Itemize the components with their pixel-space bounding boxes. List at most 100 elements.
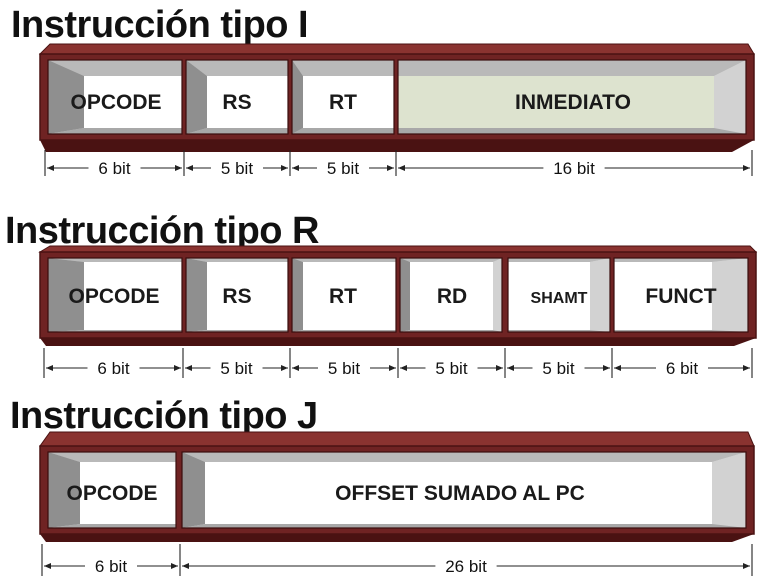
cell-face: [303, 262, 396, 330]
cell-bevel-left: [48, 258, 84, 332]
field-name-label: SHAMT: [531, 290, 588, 307]
cell-border: [181, 451, 747, 529]
field-cell-opcode: OPCODE: [47, 451, 177, 529]
cell-face: [207, 262, 288, 330]
dimension-1: 5 bit: [185, 359, 288, 378]
dimension-1: 26 bit: [182, 557, 750, 576]
dimension-3: 5 bit: [400, 359, 503, 378]
instruction-format-2: OPCODE OFFSET SUMADO AL PC 6 bit 26 bit: [39, 431, 755, 576]
dimension-arrow-right: [174, 365, 181, 371]
dimension-arrow-left: [182, 563, 189, 569]
dimension-0: 6 bit: [47, 159, 182, 178]
cell-bevel-bottom: [48, 524, 176, 528]
cell-bevel-right: [712, 452, 746, 528]
dimension-1: 5 bit: [186, 159, 288, 178]
bit-width-label: 5 bit: [220, 359, 252, 378]
frame-bottom-face: [40, 534, 754, 542]
dimension-arrow-right: [281, 365, 288, 371]
bit-width-label: 6 bit: [95, 557, 127, 576]
cell-face: [398, 76, 714, 128]
cell-border: [507, 257, 611, 333]
field-name-label: OFFSET SUMADO AL PC: [335, 482, 585, 505]
cell-border: [47, 451, 177, 529]
cell-bevel-top: [186, 60, 288, 76]
dimension-arrow-left: [400, 365, 407, 371]
cell-face: [205, 462, 712, 524]
frame-top-face: [38, 245, 758, 253]
field-name-label: INMEDIATO: [515, 91, 631, 114]
cell-bevel-left: [400, 258, 410, 332]
dimension-3: 16 bit: [398, 159, 750, 178]
cell-border: [291, 59, 395, 135]
dimension-arrow-right: [387, 165, 394, 171]
dimension-0: 6 bit: [46, 359, 181, 378]
cell-bevel-top: [292, 60, 394, 76]
dimension-arrow-right: [389, 365, 396, 371]
cell-face: [80, 462, 176, 524]
cell-face: [508, 262, 590, 330]
cell-bevel-top: [182, 452, 746, 462]
cell-bevel-left: [292, 258, 303, 332]
dimension-arrow-left: [47, 165, 54, 171]
cell-border: [399, 257, 503, 333]
dimension-0: 6 bit: [44, 557, 178, 576]
cell-bevel-left: [186, 258, 207, 332]
dimension-4: 5 bit: [507, 359, 610, 378]
field-name-label: RT: [329, 285, 357, 308]
field-cell-opcode: OPCODE: [47, 257, 183, 333]
field-cell-offset-sumado-al-pc: OFFSET SUMADO AL PC: [181, 451, 747, 529]
dimension-arrow-left: [614, 365, 621, 371]
dimension-arrow-right: [496, 365, 503, 371]
dimension-arrow-right: [743, 563, 750, 569]
cell-bevel-bottom: [186, 128, 288, 134]
dimension-arrow-left: [292, 365, 299, 371]
field-cell-rt: RT: [291, 257, 397, 333]
cell-bevel-left: [292, 60, 303, 134]
field-cell-rd: RD: [399, 257, 503, 333]
dimension-arrow-left: [292, 165, 299, 171]
cell-face: [207, 76, 288, 128]
cell-bevel-left: [48, 452, 80, 528]
title-tipo-j: Instrucción tipo J: [10, 395, 318, 437]
cell-bevel-top: [398, 60, 746, 76]
field-name-label: RS: [222, 285, 251, 308]
bit-width-label: 5 bit: [542, 359, 574, 378]
dimension-arrow-left: [46, 365, 53, 371]
cell-bevel-right: [493, 258, 502, 332]
field-name-label: RT: [329, 91, 357, 114]
field-name-label: FUNCT: [645, 285, 716, 308]
cell-face: [303, 76, 394, 128]
cell-face: [84, 76, 182, 128]
dimension-arrow-right: [281, 165, 288, 171]
cell-bevel-left: [186, 60, 207, 134]
dimension-arrow-left: [398, 165, 405, 171]
dimension-arrow-right: [743, 165, 750, 171]
field-cell-funct: FUNCT: [613, 257, 749, 333]
bit-width-label: 5 bit: [221, 159, 253, 178]
field-name-label: RS: [222, 91, 251, 114]
field-cell-rs: RS: [185, 59, 289, 135]
cell-bevel-top: [614, 258, 748, 262]
cell-border: [47, 59, 183, 135]
field-name-label: OPCODE: [66, 482, 157, 505]
field-cell-shamt: SHAMT: [507, 257, 611, 333]
dimension-arrow-left: [185, 365, 192, 371]
dimension-2: 5 bit: [292, 359, 396, 378]
dimension-arrow-right: [175, 165, 182, 171]
frame-top-face: [38, 43, 755, 55]
cell-border: [613, 257, 749, 333]
bit-width-label: 5 bit: [327, 159, 359, 178]
dimension-arrow-right: [743, 365, 750, 371]
bit-width-label: 26 bit: [445, 557, 487, 576]
cell-bevel-bottom: [48, 128, 182, 134]
cell-bevel-right: [590, 258, 610, 332]
frame-bottom-face: [40, 140, 754, 152]
cell-bevel-top: [400, 258, 502, 262]
dimension-5: 6 bit: [614, 359, 750, 378]
cell-bevel-top: [48, 258, 182, 262]
cell-border: [397, 59, 747, 135]
field-name-label: RD: [437, 285, 467, 308]
